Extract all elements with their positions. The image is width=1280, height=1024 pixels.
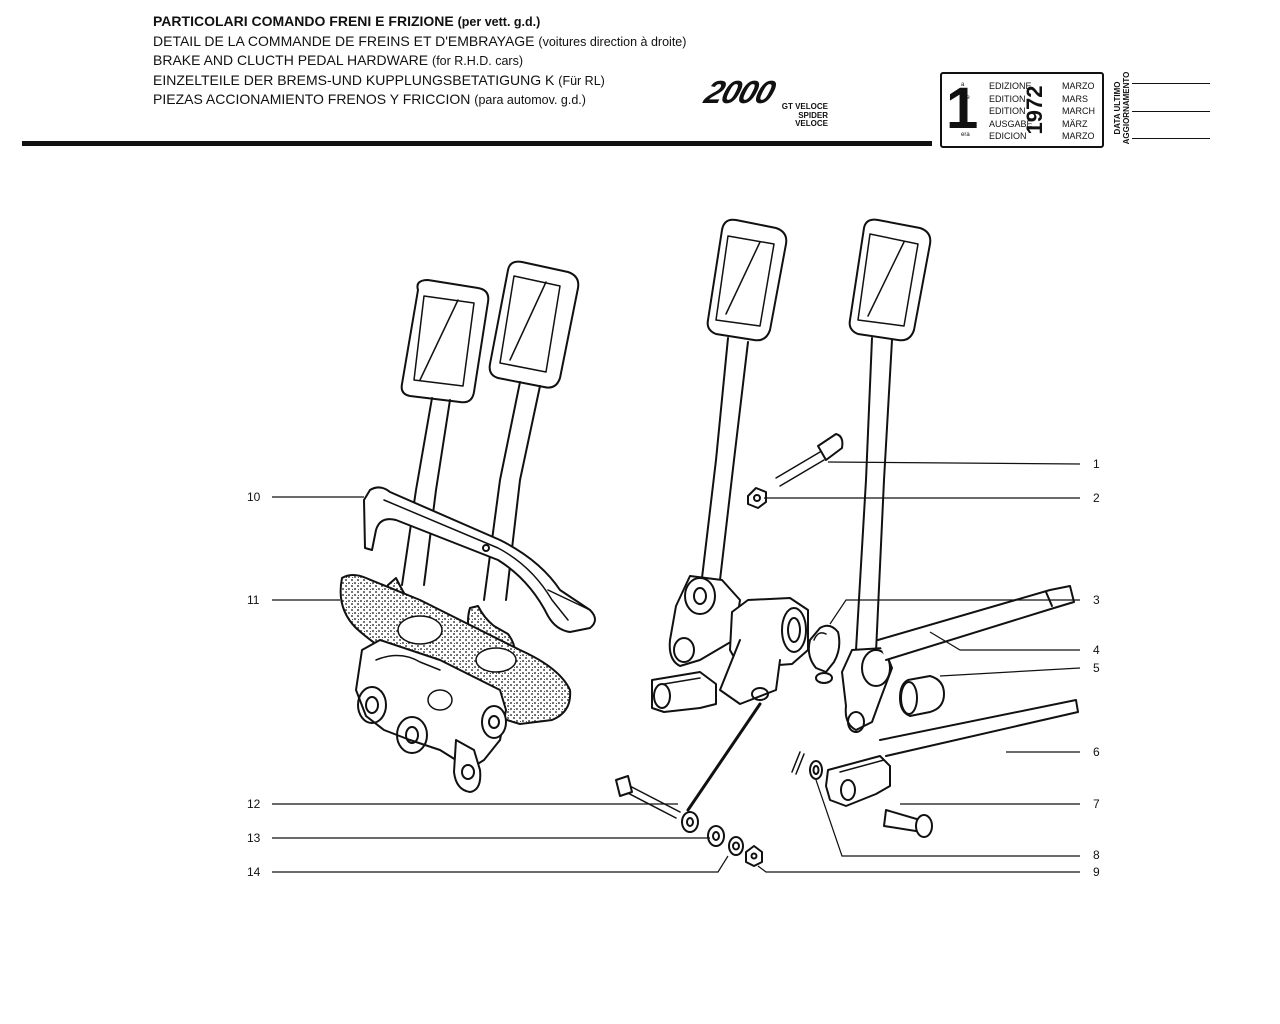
title-spanish-sub: (para automov. g.d.) [474, 93, 586, 107]
edition-label-it: EDIZIONE [989, 81, 1032, 91]
callout-14: 14 [247, 865, 261, 879]
callout-1: 1 [1093, 457, 1100, 471]
edition-number: 1 [946, 76, 979, 141]
callout-13: 13 [247, 831, 261, 845]
dust-cover-11 [339, 574, 572, 725]
leader-5 [939, 667, 1081, 677]
header-rule [22, 141, 932, 146]
title-italian-sub: (per vett. g.d.) [457, 15, 541, 29]
leader-3 [829, 599, 1080, 625]
title-spanish-main: PIEZAS ACCIONAMIENTO FRENOS Y FRICCION [153, 91, 471, 107]
header-titles: PARTICOLARI COMANDO FRENI E FRIZIONE (pe… [153, 12, 686, 110]
callout-7: 7 [1093, 797, 1100, 811]
leader-8 [815, 779, 1080, 857]
model-gt-veloce: GT VELOCE [781, 102, 828, 111]
callout-12: 12 [247, 797, 261, 811]
edition-suffix-it: a [961, 82, 965, 88]
right-pedal-assembly [615, 218, 1079, 867]
callout-11: 11 [247, 593, 260, 607]
title-italian-main: PARTICOLARI COMANDO FRENI E FRIZIONE [153, 13, 454, 29]
washer-13a [681, 811, 699, 833]
model-logo: 2000 GT VELOCE SPIDER VELOCE [700, 74, 831, 128]
title-french: DETAIL DE LA COMMANDE DE FREINS ET D'EMB… [153, 32, 686, 52]
leader-9 [757, 865, 1080, 873]
model-spider-veloce: SPIDER VELOCE [795, 110, 828, 128]
title-german-sub: (Für RL) [558, 73, 605, 88]
edition-labels: EDIZIONE EDITION EDITION AUSGABE EDICION [989, 80, 1033, 143]
circlip-3 [807, 624, 841, 673]
update-line-3 [1132, 138, 1210, 139]
callout-5: 5 [1093, 661, 1100, 675]
right-pedal-pad-a [706, 218, 788, 342]
title-french-sub: (voitures direction à droite) [538, 34, 687, 49]
edition-months: MARZO MARS MARCH MÄRZ MARZO [1062, 80, 1095, 143]
split-pin-8 [791, 751, 805, 775]
edition-month-de: MÄRZ [1062, 118, 1088, 129]
title-english: BRAKE AND CLUCTH PEDAL HARDWARE (for R.H… [153, 51, 686, 71]
leader-4 [929, 631, 1080, 651]
edition-suffix-de: . [961, 120, 963, 126]
nut-2 [747, 487, 767, 509]
right-pedal-arm-a [701, 337, 749, 581]
edition-label-es: EDICION [989, 131, 1027, 141]
model-logo-subtitle: GT VELOCE SPIDER VELOCE [764, 102, 828, 129]
edition-label-en: EDITION [989, 106, 1026, 116]
washer-14 [728, 836, 744, 856]
callout-leaders [272, 461, 1081, 873]
callout-9: 9 [1093, 865, 1100, 879]
edition-label-de: AUSGABE [989, 118, 1033, 129]
edition-suffix-es: era [961, 132, 970, 138]
left-pedal-arm-1 [401, 397, 451, 586]
bolt-1 [775, 451, 825, 487]
callout-10: 10 [247, 490, 261, 504]
push-rod-6 [879, 699, 1079, 757]
callout-6: 6 [1093, 745, 1100, 759]
fork-clevis-right [825, 755, 891, 807]
callout-2: 2 [1093, 491, 1100, 505]
title-spanish: PIEZAS ACCIONAMIENTO FRENOS Y FRICCION (… [153, 90, 686, 110]
title-english-sub: (for R.H.D. cars) [432, 54, 524, 68]
title-german-main: EINZELTEILE DER BREMS-UND KUPPLUNGSBETAT… [153, 71, 555, 88]
pivot-arm-a [668, 575, 741, 667]
leader-1 [827, 461, 1081, 465]
edition-month-en: MARCH [1062, 106, 1095, 116]
edition-box: 1 a ère st . era EDIZIONE EDITION EDITIO… [940, 72, 1104, 148]
nut-9 [745, 845, 763, 867]
title-english-main: BRAKE AND CLUCTH PEDAL HARDWARE [153, 52, 429, 68]
update-line-1 [1132, 83, 1210, 84]
title-german: EINZELTEILE DER BREMS-UND KUPPLUNGSBETAT… [153, 71, 686, 91]
edition-month-fr: MARS [1062, 93, 1089, 104]
left-pedal-assembly [339, 260, 596, 793]
callout-4: 4 [1093, 643, 1100, 657]
edition-suffix-en: st [961, 108, 966, 114]
bushing-5 [899, 675, 945, 717]
title-french-main: DETAIL DE LA COMMANDE DE FREINS ET D'EMB… [153, 32, 535, 49]
right-pedal-pad-b [848, 218, 932, 342]
update-line-2 [1132, 111, 1210, 112]
right-pedal-arm-b [855, 337, 893, 653]
edition-month-it: MARZO [1062, 81, 1095, 91]
fork-clevis-left [651, 671, 717, 713]
callout-3: 3 [1093, 593, 1100, 607]
title-italian: PARTICOLARI COMANDO FRENI E FRIZIONE (pe… [153, 12, 686, 32]
edition-month-es: MARZO [1062, 131, 1095, 141]
edition-label-fr: EDITION [989, 93, 1026, 104]
edition-suffix-fr: ère [961, 95, 970, 101]
leader-14 [272, 855, 729, 873]
callout-8: 8 [1093, 848, 1100, 862]
washer-13b [707, 825, 725, 847]
guard-bracket-10 [363, 486, 596, 633]
pivot-shaft-4 [877, 585, 1075, 661]
